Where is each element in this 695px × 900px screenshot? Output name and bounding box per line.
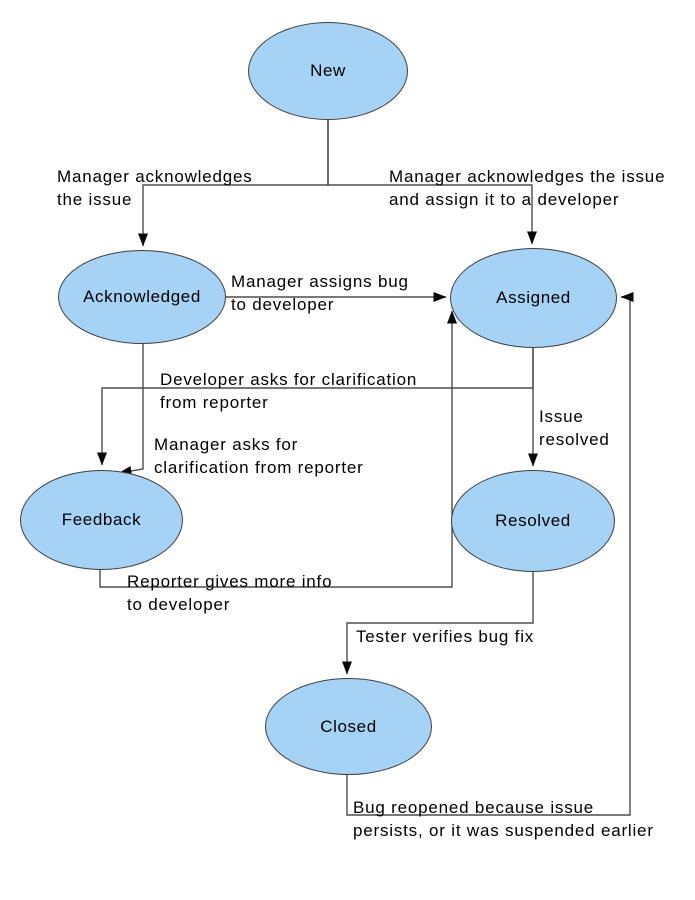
edge-feedback-to-assigned (99, 310, 457, 588)
state-resolved-label: Resolved (495, 511, 571, 530)
state-new-label: New (310, 61, 346, 80)
state-feedback: Feedback (20, 470, 183, 570)
state-feedback-label: Feedback (61, 510, 142, 529)
edge-resolved-to-closed (342, 572, 534, 675)
state-resolved: Resolved (451, 470, 615, 572)
state-assigned-label: Assigned (496, 288, 571, 307)
state-assigned: Assigned (450, 248, 617, 348)
state-closed-label: Closed (320, 716, 377, 736)
label-feedback-to-assigned: Reporter gives more info to developer (127, 572, 333, 614)
state-acknowledged: Acknowledged (58, 250, 226, 344)
label-assigned-to-resolved: Issue resolved (539, 407, 610, 449)
edge-acknowledged-to-feedback (118, 343, 144, 476)
state-new: New (248, 22, 408, 120)
label-acknowledged-to-assigned: Manager assigns bug to developer (231, 272, 409, 314)
state-acknowledged-label: Acknowledged (83, 287, 201, 306)
label-new-to-acknowledged: Manager acknowledges the issue (57, 167, 253, 209)
label-new-to-assigned: Manager acknowledges the issue and assig… (389, 167, 666, 209)
state-closed: Closed (265, 678, 432, 775)
label-acknowledged-to-feedback: Manager asks for clarification from repo… (154, 435, 364, 477)
label-closed-to-assigned: Bug reopened because issue persists, or … (353, 798, 654, 840)
edge-new-to-assigned (327, 120, 537, 245)
edge-closed-to-assigned (346, 292, 634, 816)
label-resolved-to-closed: Tester verifies bug fix (356, 627, 535, 646)
label-assigned-to-feedback: Developer asks for clarification from re… (160, 370, 418, 412)
